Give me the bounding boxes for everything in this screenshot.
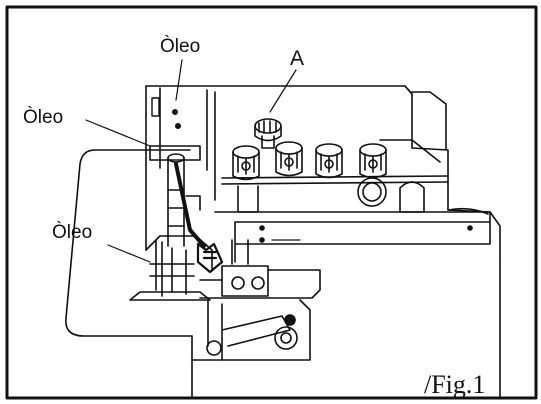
tension-dial-1 — [232, 145, 260, 181]
leader-oil-left-lower — [107, 244, 151, 263]
machine-body — [145, 85, 501, 263]
lower-lever — [191, 299, 311, 361]
presser-foot-assembly — [129, 235, 224, 301]
front-cover — [214, 211, 491, 263]
oil-window — [151, 97, 160, 117]
tension-dial-4 — [359, 143, 387, 179]
leader-a — [269, 69, 297, 113]
thread-disc — [357, 177, 387, 207]
oil-label-top: Òleo — [160, 36, 201, 57]
figure-border — [5, 5, 538, 400]
knob-a — [254, 118, 282, 149]
part-label-a: A — [290, 47, 305, 70]
tension-dial-3 — [315, 143, 343, 179]
oil-label-left-upper: Òleo — [23, 107, 64, 128]
tension-dial-2 — [275, 141, 303, 177]
oil-label-left-lower: Òleo — [52, 222, 93, 243]
work-table — [65, 149, 193, 337]
leader-oil-left-upper — [85, 119, 151, 147]
figure-caption: /Fig.1 — [424, 370, 486, 399]
looper-cover — [199, 239, 321, 299]
leader-oil-top — [175, 59, 183, 101]
needle-assembly — [167, 153, 206, 248]
